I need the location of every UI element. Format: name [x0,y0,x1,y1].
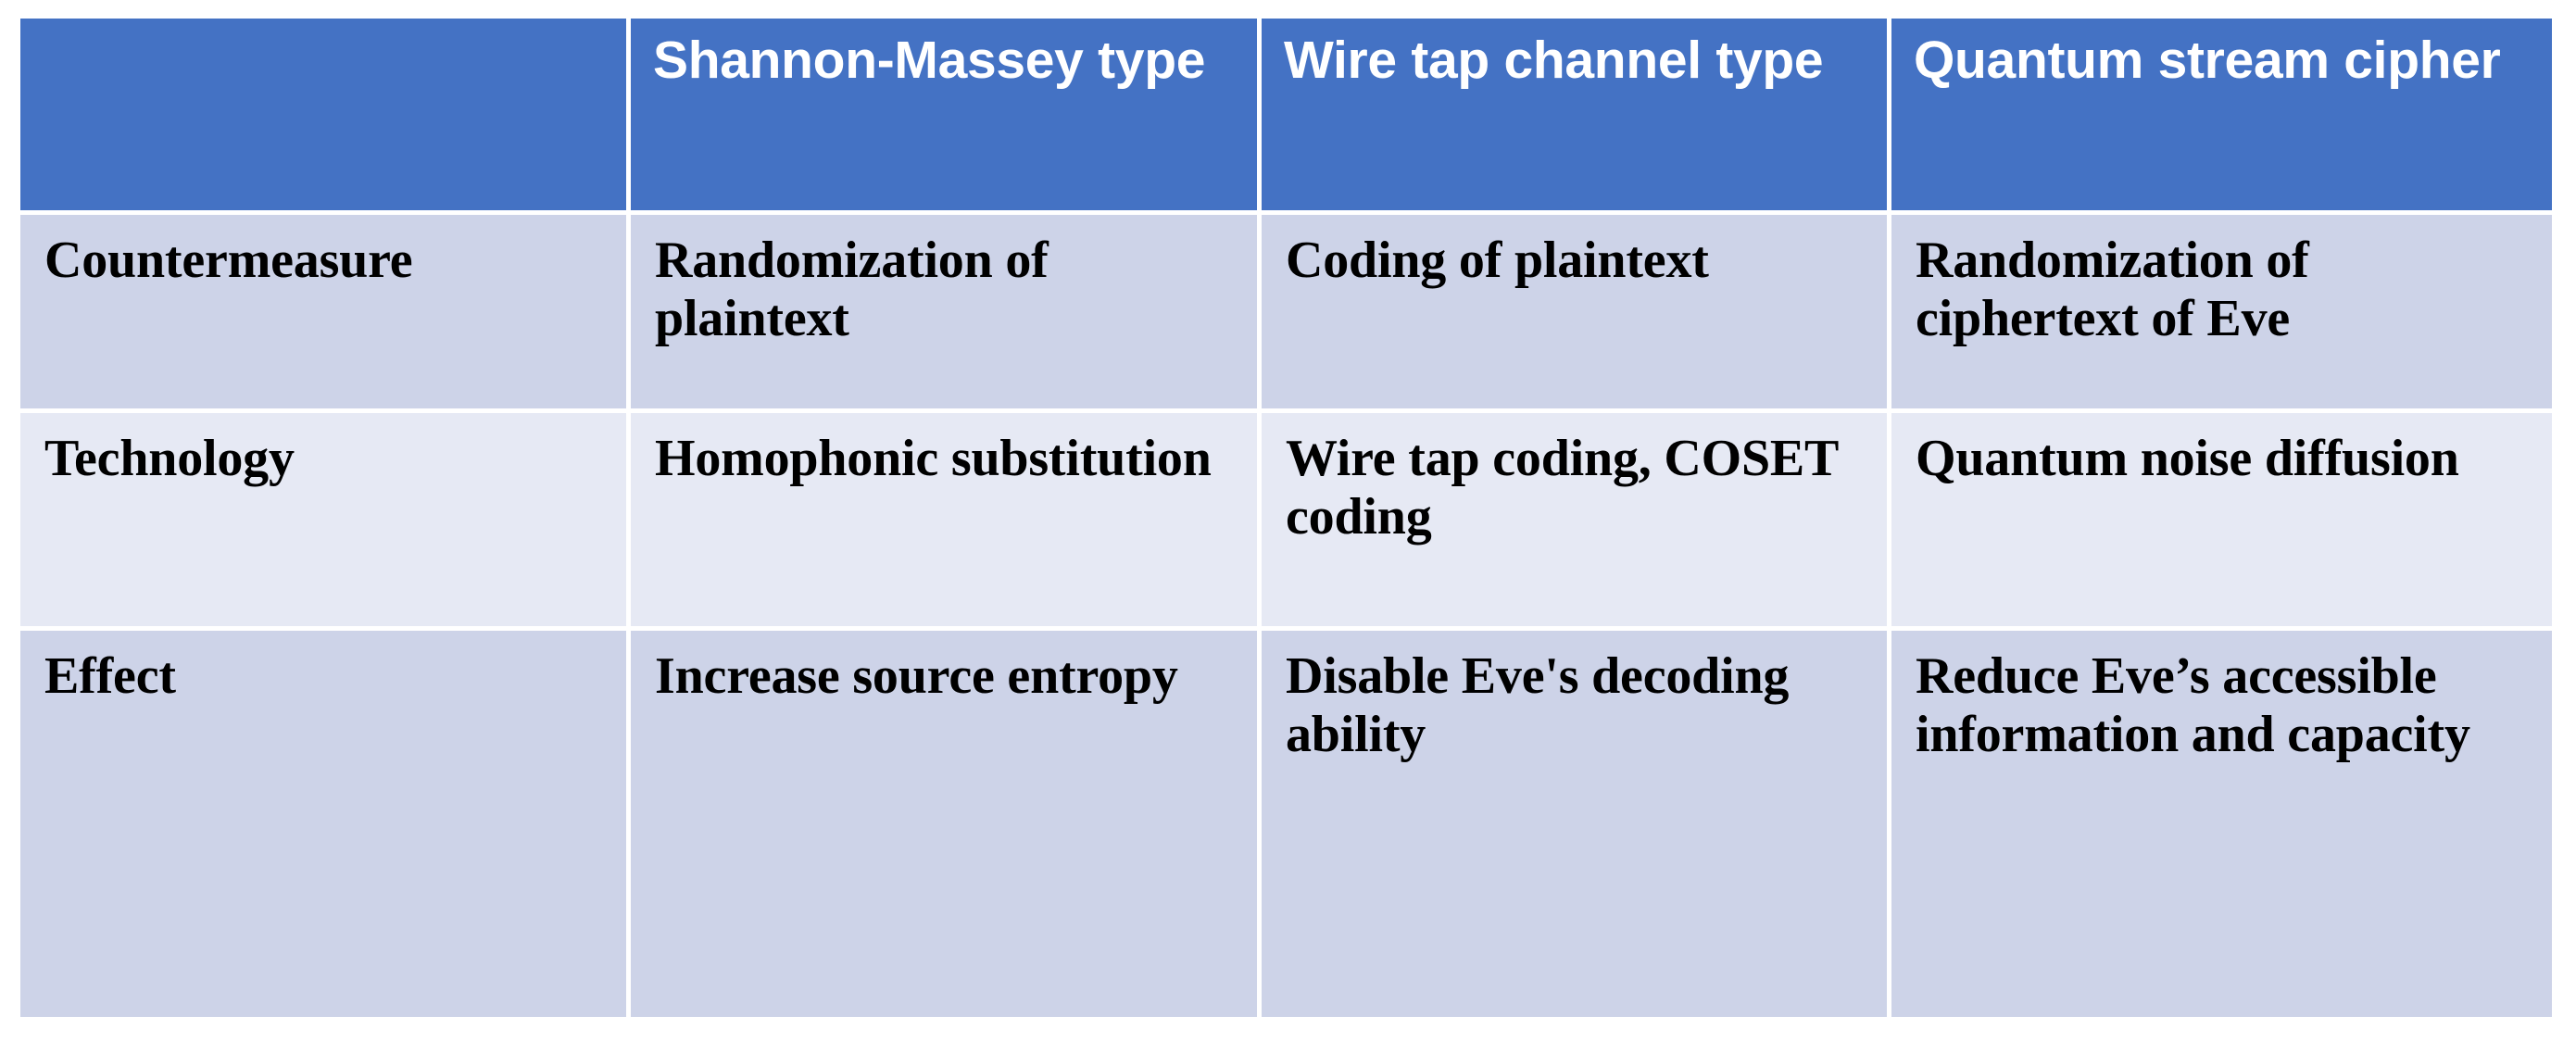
cell-technology-wire-tap: Wire tap coding, COSET coding [1262,413,1891,631]
row-label-effect: Effect [20,631,631,1017]
cell-effect-wire-tap: Disable Eve's decoding ability [1262,631,1891,1017]
table-header: Shannon-Massey type Wire tap channel typ… [20,19,2552,215]
header-cell-shannon-massey-type: Shannon-Massey type [631,19,1262,215]
table-body: Countermeasure Randomization of plaintex… [20,215,2552,1017]
cell-technology-quantum-stream-cipher: Quantum noise diffusion [1891,413,2552,631]
header-cell-blank [20,19,631,215]
header-cell-wire-tap-channel-type: Wire tap channel type [1262,19,1891,215]
comparison-table: Shannon-Massey type Wire tap channel typ… [20,19,2552,1017]
row-label-technology: Technology [20,413,631,631]
table-row: Effect Increase source entropy Disable E… [20,631,2552,1017]
cell-effect-quantum-stream-cipher: Reduce Eve’s accessible information and … [1891,631,2552,1017]
header-row: Shannon-Massey type Wire tap channel typ… [20,19,2552,215]
comparison-table-container: Shannon-Massey type Wire tap channel typ… [20,19,2552,1030]
row-label-countermeasure: Countermeasure [20,215,631,413]
cell-countermeasure-shannon-massey: Randomization of plaintext [631,215,1262,413]
cell-countermeasure-quantum-stream-cipher: Randomization of ciphertext of Eve [1891,215,2552,413]
cell-countermeasure-wire-tap: Coding of plaintext [1262,215,1891,413]
header-cell-quantum-stream-cipher: Quantum stream cipher [1891,19,2552,215]
table-row: Countermeasure Randomization of plaintex… [20,215,2552,413]
cell-effect-shannon-massey: Increase source entropy [631,631,1262,1017]
table-row: Technology Homophonic substitution Wire … [20,413,2552,631]
cell-technology-shannon-massey: Homophonic substitution [631,413,1262,631]
